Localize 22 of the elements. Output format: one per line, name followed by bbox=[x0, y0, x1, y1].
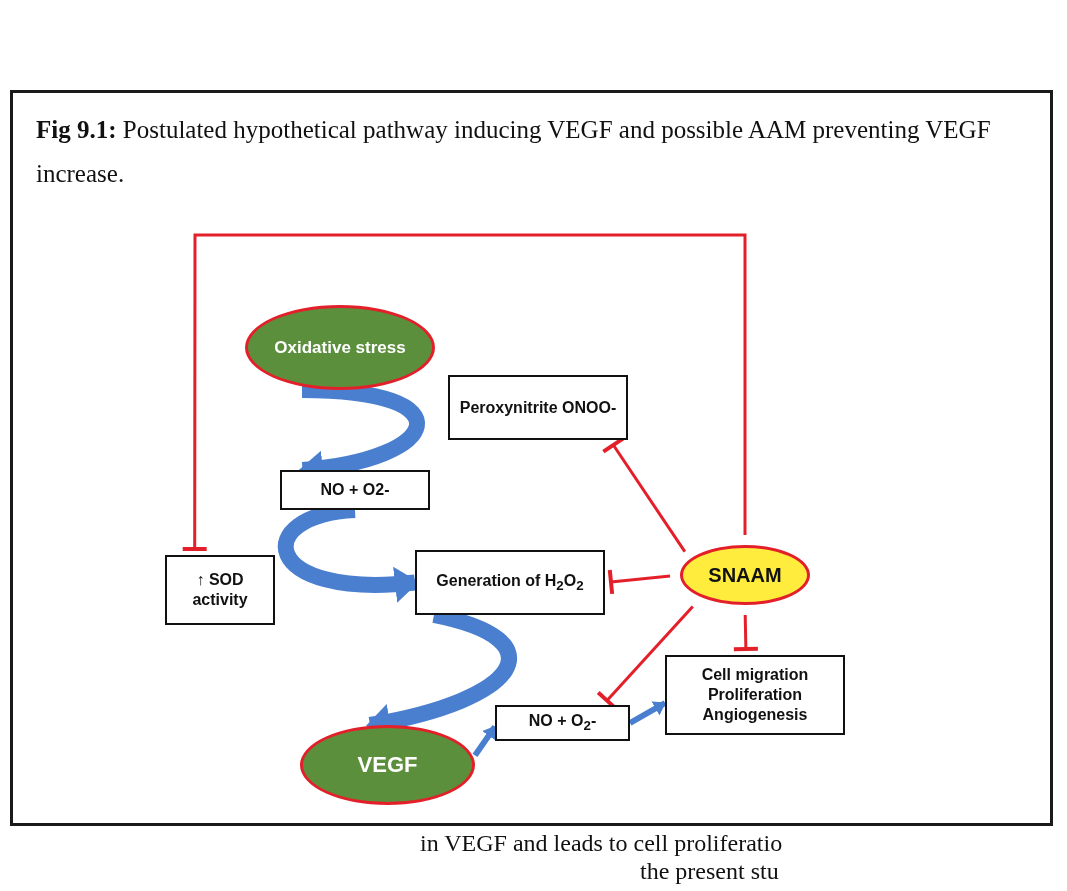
node-label: Peroxynitrite ONOO- bbox=[459, 397, 617, 418]
text-box bbox=[415, 550, 605, 615]
text-box bbox=[280, 470, 430, 510]
node-label: Oxidative stress bbox=[274, 336, 406, 359]
body-text-fragment: in VEGF and leads to cell proliferatio bbox=[420, 830, 783, 857]
node-label: NO + O2- bbox=[320, 480, 390, 500]
node-label: ↑ SOD activity bbox=[191, 570, 249, 610]
text-box bbox=[448, 375, 628, 440]
text-box bbox=[165, 555, 275, 625]
node-label: SNAAM bbox=[708, 562, 782, 588]
figure-title: Fig 9.1: Postulated hypothetical pathway inducing VEGF and possible AAM preventing VEGF increase. bbox=[36, 115, 992, 189]
inhibition-line bbox=[180, 233, 747, 551]
node-label: VEGF bbox=[357, 751, 418, 779]
inhibition-line bbox=[607, 567, 671, 596]
node-label: Generation of H$_{2}$O$_{2}$ bbox=[436, 570, 584, 595]
node-label: Cell migration Proliferation Angiogenesis bbox=[700, 665, 810, 725]
text-box bbox=[495, 705, 630, 741]
ellipse-node bbox=[680, 545, 810, 605]
node-label: NO + O$_{2}$- bbox=[528, 711, 597, 735]
body-text-fragment: the present stu bbox=[640, 858, 779, 885]
text-box bbox=[665, 655, 845, 735]
inhibition-line bbox=[731, 614, 760, 652]
